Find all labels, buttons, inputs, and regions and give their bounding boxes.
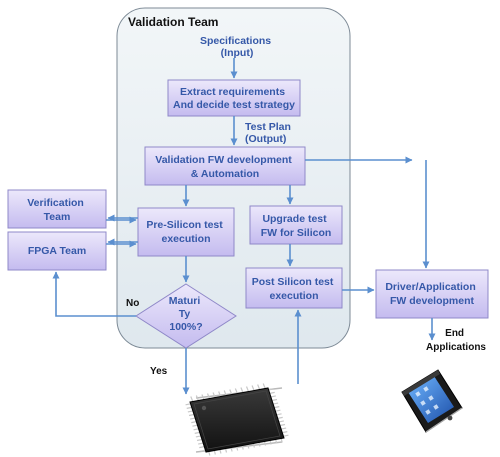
verification-team-box: Verification Team bbox=[7, 189, 107, 229]
driver-application-fw-box: Driver/Application FW development bbox=[375, 269, 489, 319]
upgrade-test-fw-box: Upgrade test FW for Silicon bbox=[249, 205, 343, 245]
extract-requirements-box: Extract requirements And decide test str… bbox=[167, 79, 301, 117]
svg-text:Driver/Application FW de: Driver/Application FW development bbox=[385, 281, 478, 307]
end-applications-label: End Applications bbox=[426, 328, 486, 353]
svg-text:Maturi Ty 100%?: Maturi Ty 100%? bbox=[169, 295, 203, 333]
yes-label: Yes bbox=[150, 366, 168, 377]
smartphone-icon bbox=[401, 369, 463, 433]
post-silicon-test-box: Post Silicon test execution bbox=[245, 267, 343, 309]
svg-text:Upgrade test FW for Sili: Upgrade test FW for Silicon bbox=[261, 213, 332, 239]
fpga-team-box: FPGA Team bbox=[7, 231, 107, 271]
svg-text:FPGA Team: FPGA Team bbox=[28, 245, 86, 257]
svg-text:Extract requirements And: Extract requirements And decide test str… bbox=[173, 86, 295, 111]
pre-silicon-test-box: Pre-Silicon test execution bbox=[137, 207, 235, 257]
specifications-label: Specifications (Input) bbox=[200, 35, 274, 59]
no-label: No bbox=[126, 298, 139, 309]
connector-arrows bbox=[52, 58, 436, 395]
validation-team-title: Validation Team bbox=[128, 15, 218, 29]
maturity-decision-diamond: Maturi Ty 100%? bbox=[135, 283, 237, 349]
arrow-decision-no-to-fpga bbox=[52, 271, 136, 317]
test-plan-label: Test Plan (Output) bbox=[245, 121, 294, 145]
validation-fw-development-box: Validation FW development & Automation bbox=[144, 146, 306, 186]
svg-text:Pre-Silicon test executi: Pre-Silicon test execution bbox=[146, 219, 225, 245]
svg-text:Verification Team: Verification Team bbox=[27, 197, 87, 223]
svg-text:Validation FW development: Validation FW development & Automation bbox=[155, 154, 294, 180]
microprocessor-chip-icon bbox=[185, 383, 289, 456]
svg-text:Post Silicon test execu: Post Silicon test execution bbox=[252, 276, 337, 302]
